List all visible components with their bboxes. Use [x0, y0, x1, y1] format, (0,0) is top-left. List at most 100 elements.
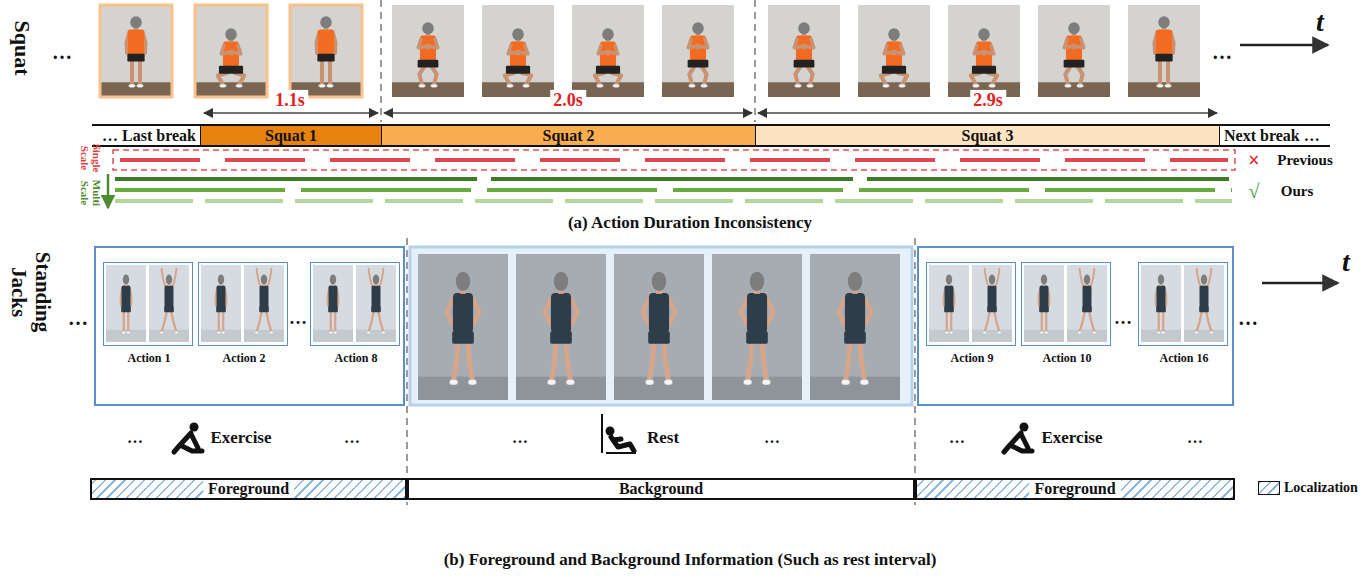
- photo: [392, 5, 464, 97]
- action-clip: Action 2: [198, 262, 290, 366]
- shoe: [1044, 331, 1048, 334]
- thumbnail-art: [199, 263, 286, 344]
- shorts: [418, 60, 439, 68]
- shoe: [160, 331, 164, 334]
- person-figure: [160, 269, 179, 334]
- photo-wall: [201, 265, 241, 342]
- shorts: [882, 66, 906, 74]
- shoe: [743, 379, 752, 385]
- blurred-face: [946, 274, 952, 284]
- leg: [331, 312, 335, 332]
- shoe: [327, 84, 334, 88]
- icon-head: [606, 427, 615, 436]
- person-figure: [316, 16, 336, 87]
- person-figure: [216, 274, 227, 334]
- blurred-face: [798, 22, 810, 34]
- shorts: [371, 306, 381, 313]
- photo-wall: [356, 265, 396, 342]
- photo-floor: [392, 82, 464, 97]
- ellipsis: …: [127, 429, 143, 447]
- rest-icon: [602, 414, 636, 453]
- person-figure: [126, 16, 146, 87]
- photo: [313, 265, 353, 342]
- exercise-group-box: [95, 247, 404, 405]
- shoe: [418, 84, 425, 88]
- shoe: [126, 331, 130, 334]
- shoe: [688, 84, 695, 88]
- photo-floor: [482, 82, 554, 97]
- shorts: [121, 306, 131, 313]
- shoe: [989, 84, 996, 88]
- shoe: [1209, 331, 1213, 334]
- segment-label: … Last break: [98, 127, 200, 145]
- ellipsis: …: [512, 429, 528, 447]
- shoe: [1157, 331, 1161, 334]
- torso: [1200, 286, 1209, 307]
- torso: [945, 286, 954, 307]
- photo-floor: [418, 377, 508, 400]
- photo-wall: [1141, 265, 1181, 342]
- shoe: [329, 331, 333, 334]
- leg: [454, 343, 473, 380]
- photo-floor: [516, 377, 606, 400]
- blurred-face: [166, 274, 172, 284]
- separator-line: [754, 0, 756, 122]
- thumbnail-pair: [198, 262, 288, 346]
- arm: [369, 269, 384, 287]
- shoe: [219, 84, 226, 88]
- duration-label: 2.0s: [550, 90, 586, 110]
- shorts: [987, 306, 997, 313]
- photo: [614, 254, 704, 400]
- shorts: [127, 54, 144, 62]
- thumbnail-art: [311, 263, 398, 344]
- ellipsis: …: [1238, 307, 1258, 329]
- leg: [124, 312, 128, 332]
- fists: [981, 49, 987, 55]
- segment-label: Squat 3: [957, 127, 1017, 145]
- shorts: [844, 331, 866, 343]
- person-figure: [367, 269, 386, 334]
- photo-floor: [149, 330, 189, 342]
- photo-floor: [195, 82, 267, 97]
- photo: [1067, 265, 1107, 342]
- shorts: [944, 306, 954, 313]
- person-figure: [1195, 269, 1214, 334]
- shorts: [164, 306, 174, 313]
- photo: [418, 254, 508, 400]
- separator-line: [914, 238, 916, 505]
- cross-mark: ×: [1248, 149, 1259, 171]
- time-arrow: [1262, 282, 1338, 285]
- blurred-face: [750, 272, 764, 291]
- photo: [201, 265, 241, 342]
- multi-scale-windows: [115, 188, 1232, 192]
- shorts: [452, 331, 474, 343]
- thumbnail-pair: [1138, 262, 1228, 346]
- ellipsis: …: [68, 307, 88, 329]
- leg: [419, 67, 436, 85]
- photo-wall: [1038, 5, 1110, 97]
- photo-wall: [244, 265, 284, 342]
- person-figure: [121, 274, 132, 334]
- subfigure-caption: (a) Action Duration Inconsistency: [568, 213, 812, 232]
- action-clip: Action 10: [1021, 262, 1113, 366]
- photo-wall: [516, 254, 606, 400]
- leg: [881, 73, 907, 84]
- legend-label: Localization: [1284, 480, 1358, 496]
- leg: [689, 67, 706, 85]
- shoe: [129, 84, 136, 88]
- photo-wall: [810, 254, 900, 400]
- shorts: [972, 66, 996, 74]
- fists: [425, 43, 431, 49]
- fists: [228, 49, 234, 55]
- shoe: [841, 379, 850, 385]
- shoe: [972, 84, 979, 88]
- shoe: [1092, 331, 1096, 334]
- shoe: [236, 84, 243, 88]
- photo-wall: [662, 5, 734, 97]
- icon-post: [601, 414, 603, 453]
- shoe: [997, 331, 1001, 334]
- shoe: [221, 331, 225, 334]
- icon-ground: [606, 452, 636, 454]
- photo: [929, 265, 969, 342]
- rest-frame: [410, 247, 912, 405]
